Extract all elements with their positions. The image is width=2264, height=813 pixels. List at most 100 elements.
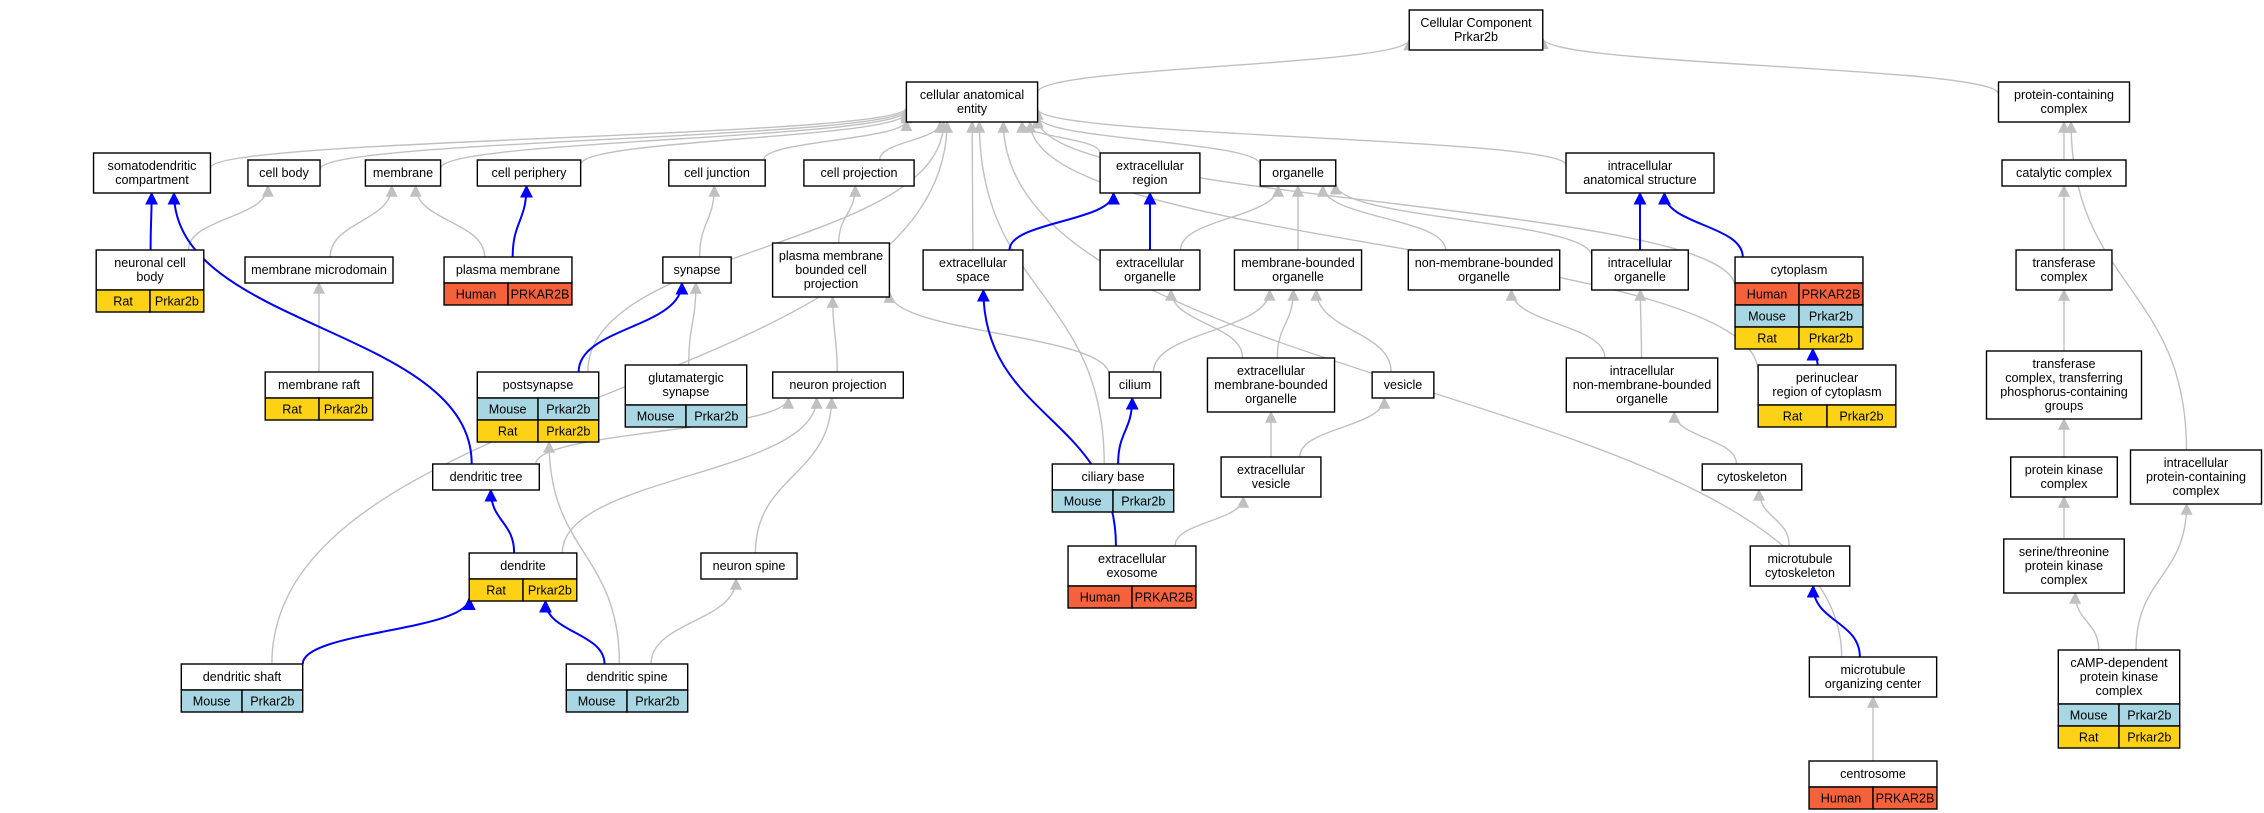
node-label: protein kinase [2025, 463, 2103, 477]
gene-cell: Prkar2b [2127, 708, 2171, 722]
gene-cell-box [1131, 585, 1197, 609]
node-memmicro: membrane microdomain [244, 256, 394, 284]
node-box [2001, 159, 2127, 187]
node-box [2015, 249, 2113, 291]
node-label: protein kinase [2080, 670, 2158, 684]
node-membrane: membrane [364, 159, 442, 187]
node-label: organelle [1272, 270, 1324, 284]
node-label: complex [2173, 484, 2221, 498]
node-label: serine/threonine [2019, 545, 2109, 559]
edge-cellperiph-to-cae [579, 111, 913, 166]
edge-inmbo-to-intraorg [1634, 288, 1647, 359]
node-celljunc: cell junction [668, 159, 766, 187]
node-box [1757, 364, 1897, 406]
node-label: membrane raft [278, 378, 360, 392]
edge-cae-to-root [1036, 38, 1416, 93]
gene-cell: Prkar2b [2127, 730, 2171, 744]
node-box [1591, 249, 1689, 291]
node-box [1259, 159, 1337, 187]
species-cell: Mouse [2070, 708, 2108, 722]
node-label: cytoskeleton [1717, 470, 1787, 484]
node-box [1565, 357, 1719, 413]
node-label: space [956, 270, 990, 284]
node-box [244, 256, 394, 284]
edge-postsyn-to-cae [587, 120, 950, 373]
gene-cell-box [241, 689, 304, 713]
node-box [1099, 152, 1201, 194]
node-cilium: cilium [1108, 371, 1162, 399]
edge-extspace-to-extreg [1008, 191, 1120, 251]
node-label: cell junction [684, 166, 750, 180]
node-label: extracellular [1116, 256, 1184, 270]
node-label: extracellular [1237, 364, 1305, 378]
gene-cell: Prkar2b [635, 694, 679, 708]
edge-organelle-to-cae [1031, 115, 1261, 166]
gene-cell: PRKAR2B [1802, 287, 1861, 301]
node-label: extracellular [1098, 552, 1166, 566]
node-label: phosphorus-containing [2000, 385, 2127, 399]
node-label: dendritic tree [450, 470, 523, 484]
edge-dentree-to-sdc [167, 191, 473, 465]
node-label: plasma membrane [456, 263, 560, 277]
node-label: organelle [1272, 166, 1324, 180]
node-label: neuron spine [713, 559, 786, 573]
node-label: complex [2041, 477, 2089, 491]
edge-cytoplasm-to-cae [1031, 116, 1736, 288]
species-cell: Rat [498, 424, 518, 438]
node-box [443, 256, 573, 284]
species-cell: Rat [2079, 730, 2099, 744]
gene-cell-box [2118, 725, 2181, 749]
species-cell: Rat [1783, 409, 1803, 423]
node-label: intracellular [1608, 256, 1672, 270]
node-box [1997, 81, 2131, 123]
node-box [1371, 371, 1435, 399]
gene-cell: Prkar2b [1121, 494, 1165, 508]
node-box [1220, 456, 1322, 498]
gene-cell-box [626, 689, 689, 713]
edge-camp-to-ipcc [2135, 502, 2193, 651]
node-label: intracellular [1608, 159, 1672, 173]
node-vesicle: vesicle [1371, 371, 1435, 399]
node-label: non-membrane-bounded [1415, 256, 1554, 270]
node-label: synapse [674, 263, 721, 277]
gene-cell: Prkar2b [1839, 409, 1883, 423]
node-label: entity [957, 102, 988, 116]
edge-ciliarybase-to-cilium [1117, 396, 1139, 465]
node-label: cellular anatomical [920, 88, 1024, 102]
node-label: cytoplasm [1771, 263, 1828, 277]
edge-embo-to-mbo [1276, 288, 1300, 359]
node-cellproj: cell projection [803, 159, 915, 187]
node-box [772, 371, 905, 399]
node-label: organelle [1616, 392, 1668, 406]
edge-cellproj-to-cae [878, 120, 947, 161]
edge-ciliarybase-to-cae [973, 120, 1105, 465]
gene-cell-box [522, 578, 578, 602]
node-label: neuron projection [789, 378, 886, 392]
gene-cell: Prkar2b [1809, 331, 1853, 345]
node-box [432, 463, 541, 491]
node-cellbody: cell body [247, 159, 321, 187]
node-label: cilium [1119, 378, 1151, 392]
edge-membrane-to-cae [439, 108, 913, 169]
edge-extves-to-vesicle [1299, 396, 1391, 458]
node-box [1108, 371, 1162, 399]
node-box [1734, 256, 1864, 284]
node-box [1408, 9, 1544, 51]
edge-denshaft-to-cae [271, 120, 954, 665]
species-cell: Mouse [193, 694, 231, 708]
node-box [565, 663, 689, 691]
node-box [922, 249, 1024, 291]
node-label: bounded cell [795, 263, 866, 277]
